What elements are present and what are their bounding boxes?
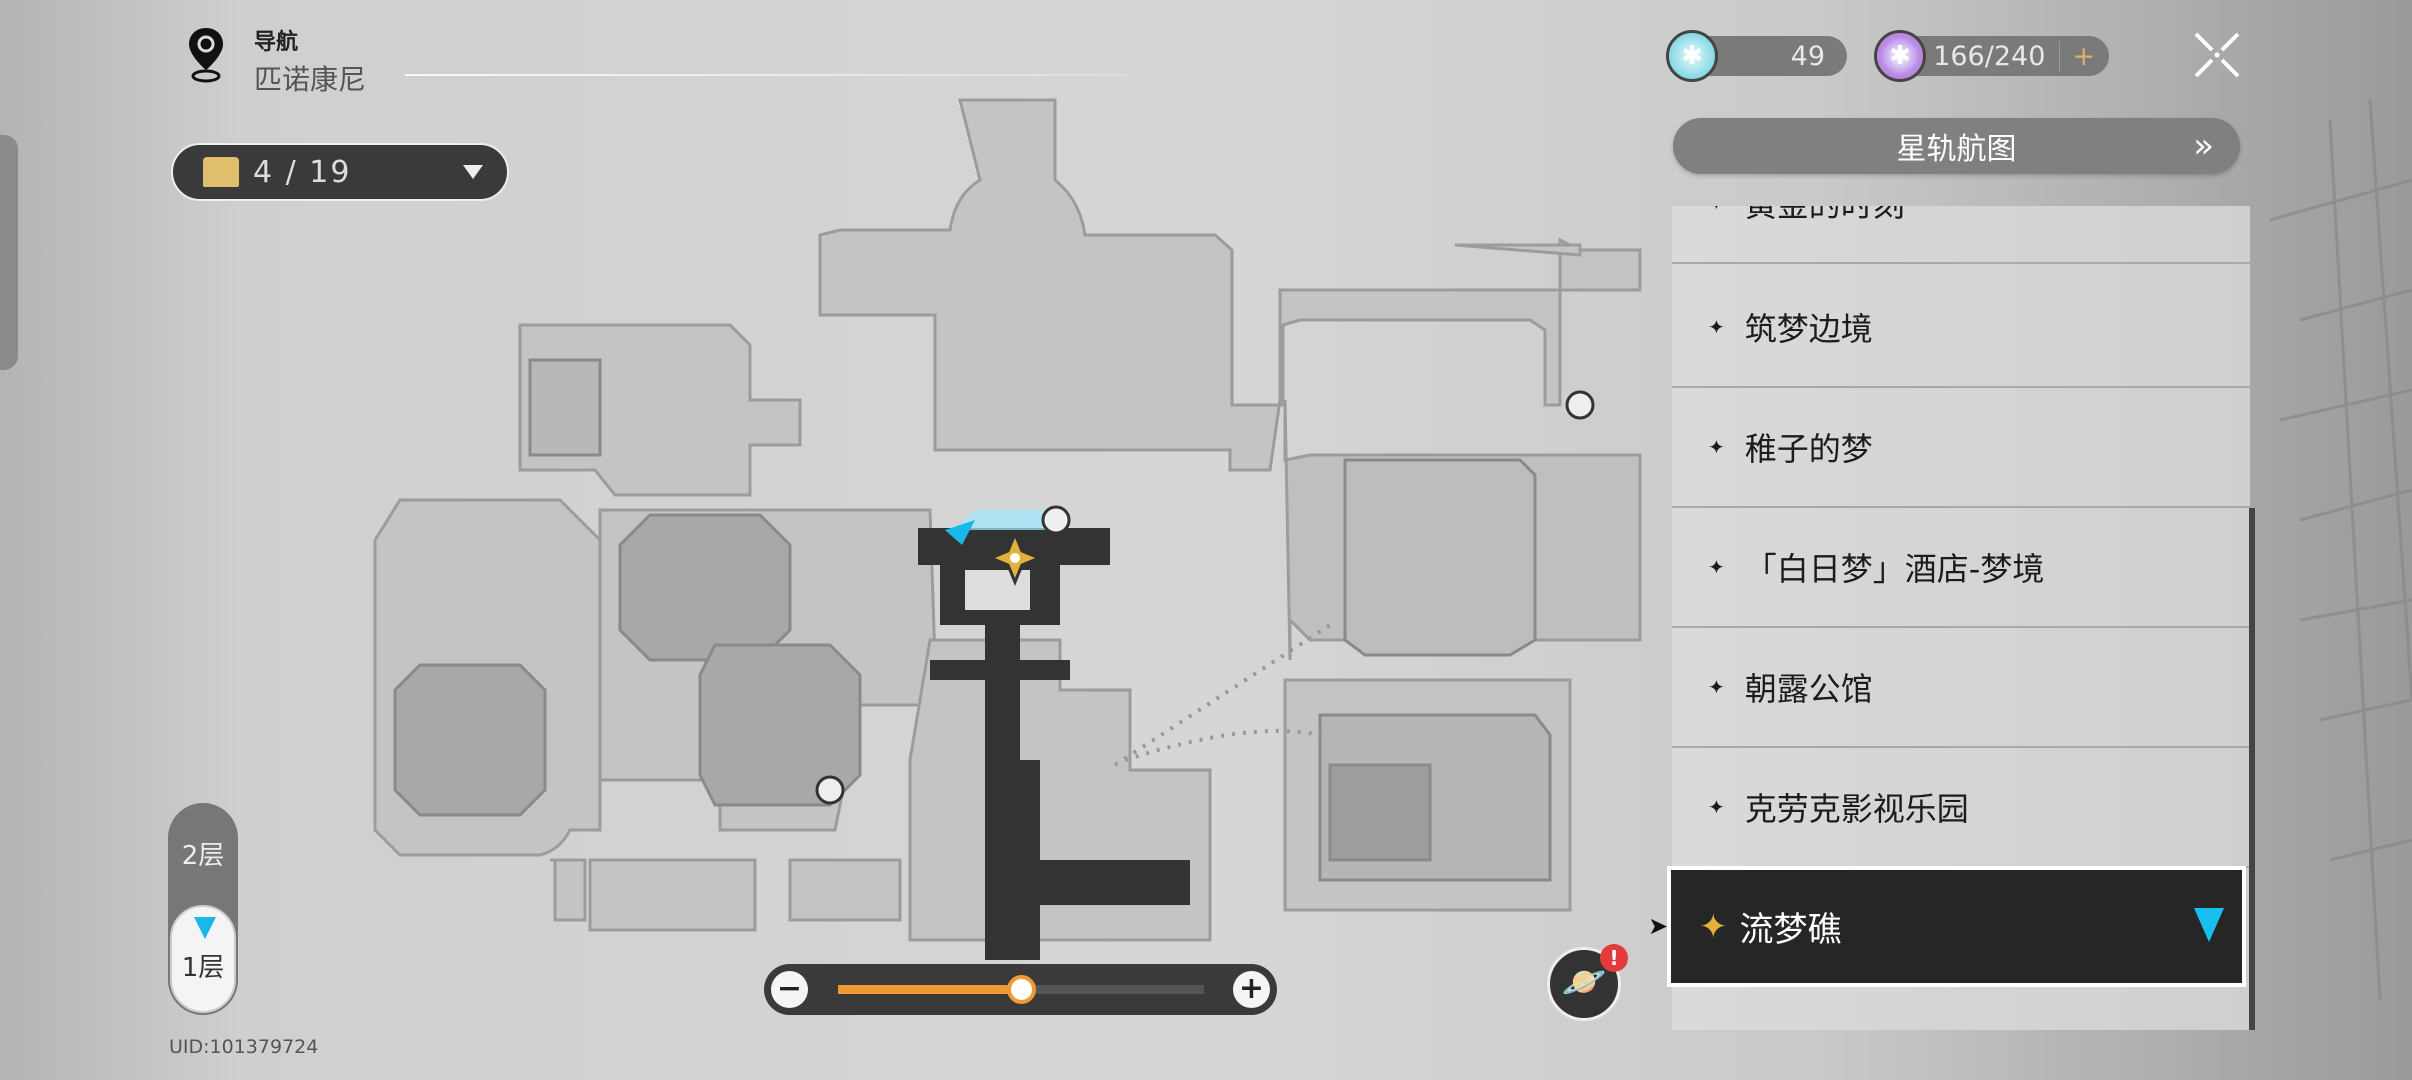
location-label: 朝露公馆 — [1744, 670, 1873, 708]
list-item-selected[interactable]: ✦ 流梦礁 — [1667, 866, 2246, 987]
list-item[interactable]: ✦ 黄金的时刻 — [1672, 206, 2250, 264]
star-icon: ✦ — [1708, 435, 1725, 459]
power-value: 166/240 — [1933, 40, 2046, 72]
space-anchor-icon — [815, 390, 1595, 805]
location-label: 黄金的时刻 — [1745, 206, 1905, 226]
chevron-right-icon: » — [2193, 126, 2214, 166]
star-icon: ✦ — [1708, 206, 1725, 215]
location-label: 筑梦边境 — [1744, 310, 1873, 348]
zoom-in-button[interactable]: + — [1233, 971, 1270, 1008]
planet-icon: 🪐 — [1561, 962, 1607, 1003]
side-tab[interactable] — [0, 135, 18, 370]
divider — [405, 74, 1125, 76]
location-label: 流梦礁 — [1739, 910, 1842, 950]
location-label: 「白日梦」酒店-梦境 — [1744, 550, 2045, 588]
star-icon: ✦ — [1708, 795, 1725, 819]
add-power-button[interactable]: + — [2059, 40, 2095, 72]
uid-label: UID:101379724 — [169, 1036, 319, 1058]
player-arrow-icon — [945, 520, 975, 545]
list-item[interactable]: ✦ 稚子的梦 — [1672, 388, 2250, 508]
star-icon: ✦ — [1708, 675, 1725, 699]
star-icon: ✦ — [1708, 555, 1725, 579]
star-rail-map-label: 星轨航图 — [1896, 132, 2017, 167]
zoom-slider-fill — [838, 985, 1021, 994]
map-pin-icon — [189, 28, 223, 83]
location-label: 稚子的梦 — [1744, 430, 1873, 468]
current-location-marker-icon — [2194, 908, 2224, 942]
floor-1-label: 1层 — [181, 953, 225, 983]
floor-1-button[interactable]: 1层 — [170, 905, 236, 1013]
trailblaze-power-icon: ✱ — [1874, 30, 1926, 82]
fuel-value: 49 — [1790, 40, 1825, 72]
warp-anchor-icon: ✦ — [1699, 906, 1728, 947]
list-item[interactable]: ✦ 朝露公馆 — [1672, 628, 2250, 748]
trailblaze-power-counter[interactable]: ✱ 166/240 + — [1874, 30, 2109, 82]
zoom-control: − + — [764, 964, 1277, 1015]
list-item[interactable]: ✦ 筑梦边境 — [1672, 268, 2250, 388]
list-item[interactable]: ✦ 克劳克影视乐园 — [1672, 748, 2250, 868]
region-name: 匹诺康尼 — [254, 63, 367, 96]
player-marker-icon — [194, 917, 216, 939]
treasure-chest-icon — [203, 157, 239, 187]
scrollbar[interactable] — [2249, 508, 2255, 1030]
warp-anchor-icon — [987, 530, 1043, 586]
treasure-chest-counter[interactable]: 4 / 19 — [171, 143, 509, 201]
nav-label: 导航 — [254, 30, 299, 55]
zoom-slider-handle[interactable] — [1007, 975, 1036, 1004]
zoom-slider[interactable] — [838, 975, 1204, 1004]
fuel-counter[interactable]: ✱ 49 — [1666, 30, 1847, 82]
floor-2-button[interactable]: 2层 — [181, 841, 225, 871]
list-item[interactable]: ✦ 「白日梦」酒店-梦境 — [1672, 508, 2250, 628]
chest-count: 4 / 19 — [253, 154, 352, 190]
fuel-orb-icon: ✱ — [1666, 30, 1718, 82]
selection-pointer-icon: ➤ — [1648, 912, 1669, 940]
star-rail-map-button[interactable]: 星轨航图 » — [1673, 118, 2240, 174]
notification-badge: ! — [1600, 944, 1628, 972]
star-icon: ✦ — [1708, 315, 1725, 339]
zoom-out-button[interactable]: − — [771, 971, 808, 1008]
close-icon[interactable] — [2192, 30, 2242, 80]
location-label: 克劳克影视乐园 — [1744, 790, 1969, 828]
planet-button[interactable]: 🪐 — [1547, 947, 1621, 1021]
dropdown-icon — [463, 165, 483, 179]
